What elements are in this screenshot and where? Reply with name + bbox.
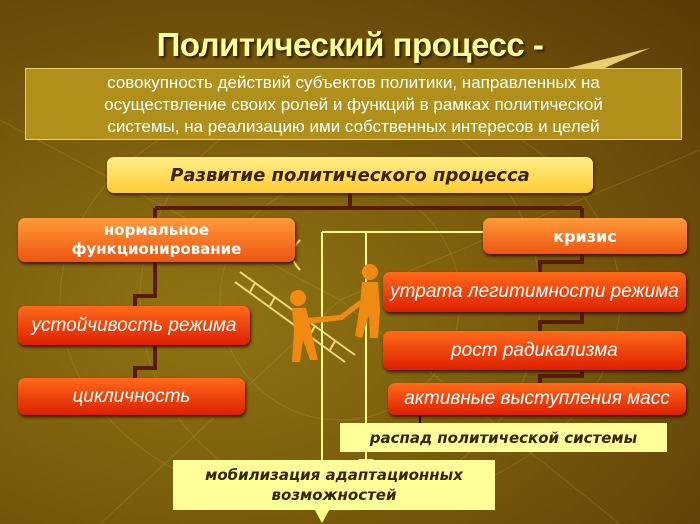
outcome-label: мобилизация адаптационных — [205, 466, 463, 484]
node-label: функционирование — [71, 240, 242, 258]
tree-connectors — [133, 193, 584, 383]
node-crisis: кризис — [483, 218, 687, 254]
node-regime-stability: устойчивость режима — [18, 306, 250, 345]
slide-title: Политический процесс - — [156, 26, 544, 63]
definition-line: системы, на реализацию ими собственных и… — [107, 117, 600, 136]
definition-callout: совокупность действий субъектов политики… — [25, 68, 682, 140]
node-radicalism-growth: рост радикализма — [383, 331, 686, 370]
definition-line: совокупность действий субъектов политики… — [107, 73, 600, 92]
node-cyclicity: цикличность — [18, 378, 245, 415]
node-legitimacy-loss: утрата легитимности режима — [383, 272, 686, 312]
people-handshake-icon — [290, 264, 380, 362]
callout-pointer — [560, 48, 650, 70]
outcome-label: возможностей — [271, 486, 397, 504]
outcome-collapse: распад политической системы — [340, 423, 667, 452]
node-mass-actions: активные выступления масс — [388, 383, 686, 415]
node-label: нормальное — [103, 221, 210, 239]
root-node: Развитие политического процесса — [107, 157, 593, 193]
definition-line: осуществление своих ролей и функций в ра… — [104, 95, 603, 114]
node-normal-functioning: нормальное функционирование — [18, 218, 295, 262]
outcome-mobilization: мобилизация адаптационных возможностей — [173, 460, 495, 510]
